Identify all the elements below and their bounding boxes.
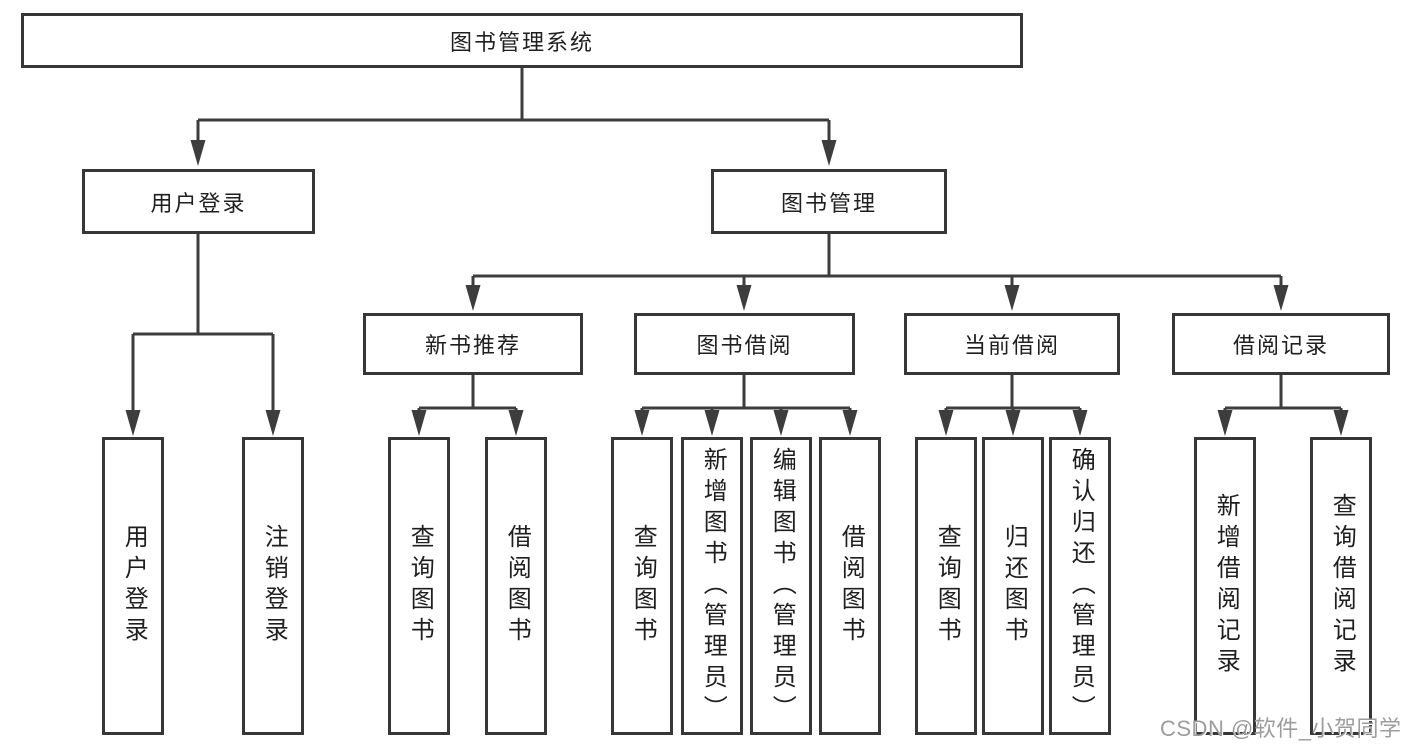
leaf-search-books-borrow: 查询图书: [611, 437, 673, 735]
node-book-borrowing: 图书借阅: [634, 313, 855, 375]
leaf-borrow-books-recommend: 借阅图书: [485, 437, 547, 735]
node-book-borrowing-label: 图书借阅: [696, 333, 793, 358]
leaf-add-borrow-record: 新增借阅记录: [1194, 437, 1256, 735]
leaf-search-books-borrow-label: 查询图书: [629, 524, 657, 648]
node-book-management-label: 图书管理: [780, 190, 877, 216]
leaf-search-borrow-record: 查询借阅记录: [1310, 437, 1372, 735]
leaf-search-borrow-record-label: 查询借阅记录: [1328, 493, 1356, 679]
leaf-edit-books-admin-label: 编辑图书（管理员）: [768, 446, 796, 726]
node-borrowing-records: 借阅记录: [1172, 313, 1390, 375]
node-current-borrowing-label: 当前借阅: [963, 333, 1060, 358]
leaf-search-books-recommend-label: 查询图书: [406, 524, 434, 648]
leaf-edit-books-admin: 编辑图书（管理员）: [750, 437, 812, 735]
leaf-add-books-admin: 新增图书（管理员）: [681, 437, 743, 735]
leaf-user-login: 用户登录: [102, 437, 164, 735]
leaf-add-borrow-record-label: 新增借阅记录: [1212, 493, 1240, 679]
leaf-confirm-return-admin: 确认归还（管理员）: [1049, 437, 1111, 735]
node-book-management: 图书管理: [711, 169, 947, 234]
leaf-user-login-label: 用户登录: [120, 524, 148, 648]
node-library-management-system-label: 图书管理系统: [449, 29, 594, 55]
node-current-borrowing: 当前借阅: [904, 313, 1120, 375]
leaf-logout: 注销登录: [242, 437, 304, 735]
leaf-return-books: 归还图书: [982, 437, 1044, 735]
leaf-add-books-admin-label: 新增图书（管理员）: [699, 446, 727, 726]
leaf-search-books-current: 查询图书: [915, 437, 977, 735]
leaf-return-books-label: 归还图书: [1000, 524, 1028, 648]
leaf-logout-label: 注销登录: [260, 524, 288, 648]
node-borrowing-records-label: 借阅记录: [1232, 333, 1329, 358]
leaf-borrow-books-recommend-label: 借阅图书: [503, 524, 531, 648]
node-new-book-recommendation-label: 新书推荐: [424, 333, 521, 358]
leaf-search-books-recommend: 查询图书: [388, 437, 450, 735]
watermark-text: CSDN @软件_小贺同学: [1160, 716, 1402, 741]
leaf-confirm-return-admin-label: 确认归还（管理员）: [1067, 446, 1095, 726]
node-new-book-recommendation: 新书推荐: [363, 313, 583, 375]
node-library-management-system: 图书管理系统: [21, 13, 1023, 68]
leaf-search-books-current-label: 查询图书: [933, 524, 961, 648]
leaf-borrow-books-label: 借阅图书: [837, 524, 865, 648]
node-user-login-label: 用户登录: [150, 190, 247, 216]
node-user-login: 用户登录: [82, 169, 315, 234]
leaf-borrow-books: 借阅图书: [819, 437, 881, 735]
